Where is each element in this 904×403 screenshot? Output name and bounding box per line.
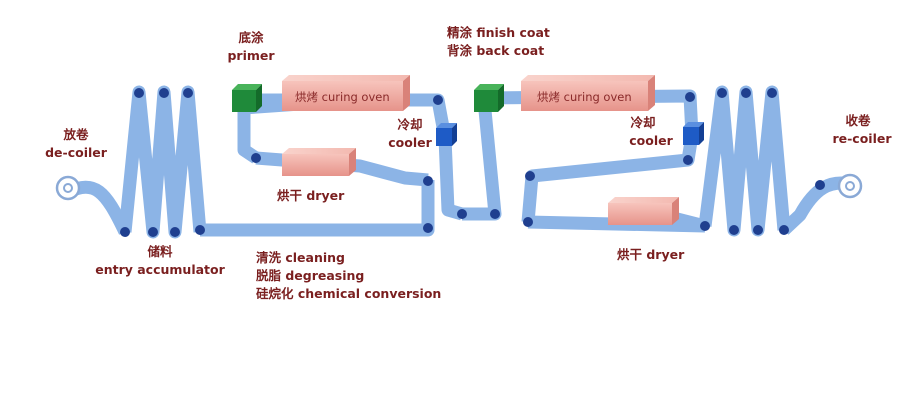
roller: [815, 180, 825, 190]
cleaning-label: 清洗 cleaning: [256, 250, 345, 265]
degreasing-label: 脱脂 degreasing: [256, 268, 364, 283]
cooler-2: [683, 122, 704, 145]
cooler-1-label-en: cooler: [388, 135, 432, 150]
primer-coater: [232, 84, 262, 112]
dryer-1-label: 烘干 dryer: [277, 188, 345, 203]
cooler-2-label-cn: 冷却: [630, 115, 655, 130]
primer-label-en: primer: [227, 48, 275, 63]
roller: [729, 225, 739, 235]
roller: [523, 217, 533, 227]
roller: [423, 223, 433, 233]
roller: [195, 225, 205, 235]
roller: [700, 221, 710, 231]
recoiler-label-cn: 收卷: [845, 113, 871, 128]
curing-oven-1-label: 烘烤 curing oven: [295, 90, 390, 104]
curing-oven-2-label: 烘烤 curing oven: [537, 90, 632, 104]
roller: [170, 227, 180, 237]
decoiler: [55, 175, 81, 201]
roller: [251, 153, 261, 163]
decoiler-label-en: de-coiler: [45, 145, 108, 160]
dryer-1: [282, 148, 356, 176]
roller: [120, 227, 130, 237]
dryer-2-label: 烘干 dryer: [617, 247, 685, 262]
roller: [423, 176, 433, 186]
primer-label-cn: 底涂: [238, 30, 264, 45]
roller: [753, 225, 763, 235]
roller: [134, 88, 144, 98]
recoiler-label-en: re-coiler: [832, 131, 892, 146]
roller: [683, 155, 693, 165]
roller: [433, 95, 443, 105]
roller: [685, 92, 695, 102]
roller: [717, 88, 727, 98]
roller: [767, 88, 777, 98]
finish-coater: [474, 84, 504, 112]
recoiler: [837, 173, 863, 199]
roller: [457, 209, 467, 219]
dryer-2: [608, 197, 679, 225]
curing-oven-2: 烘烤 curing oven: [521, 75, 655, 111]
roller: [183, 88, 193, 98]
roller: [525, 171, 535, 181]
roller: [779, 225, 789, 235]
roller: [490, 209, 500, 219]
chemical-conversion-label: 硅烷化 chemical conversion: [256, 286, 441, 301]
cooler-1: [436, 123, 457, 146]
cooler-1-label-cn: 冷却: [397, 117, 422, 132]
roller: [148, 227, 158, 237]
finish-coat-label: 精涂 finish coat: [447, 25, 550, 40]
rollers: [120, 88, 825, 237]
back-coat-label: 背涂 back coat: [447, 43, 544, 58]
decoiler-label-cn: 放卷: [62, 127, 89, 142]
cooler-2-label-en: cooler: [629, 133, 673, 148]
curing-oven-1: 烘烤 curing oven: [282, 75, 410, 111]
accumulator-label-en: entry accumulator: [95, 262, 225, 277]
roller: [741, 88, 751, 98]
accumulator-label-cn: 储料: [146, 244, 173, 259]
roller: [159, 88, 169, 98]
